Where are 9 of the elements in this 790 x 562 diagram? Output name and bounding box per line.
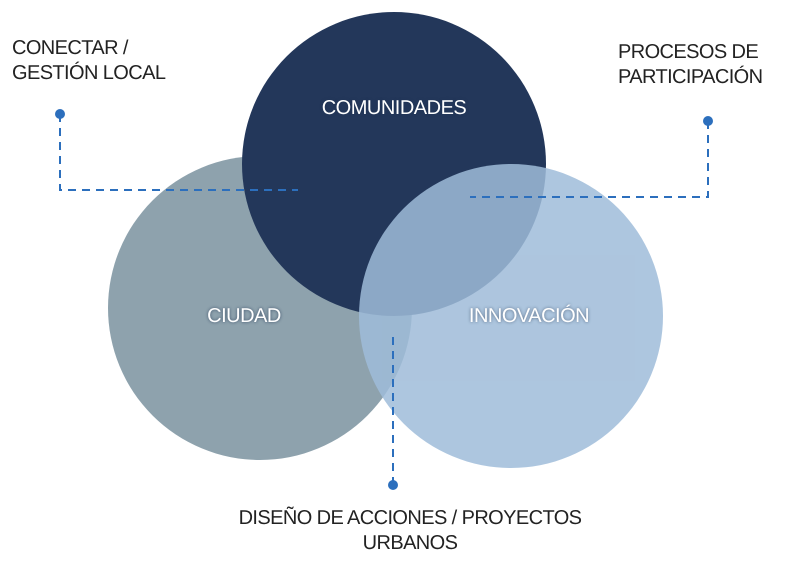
circle-label: COMUNIDADES xyxy=(322,96,466,120)
callout-text: CONECTAR / GESTIÓN LOCAL xyxy=(12,36,166,86)
leader-line xyxy=(55,109,298,191)
callout-text: DISEÑO DE ACCIONES / PROYECTOS URBANOS xyxy=(238,506,582,556)
leader-line xyxy=(470,116,713,198)
circle-label: INNOVACIÓN xyxy=(468,304,590,328)
leader-line xyxy=(388,335,398,490)
callout-text: PROCESOS DE PARTICIPACIÓN xyxy=(618,40,764,90)
circle-label: CIUDAD xyxy=(207,304,281,328)
